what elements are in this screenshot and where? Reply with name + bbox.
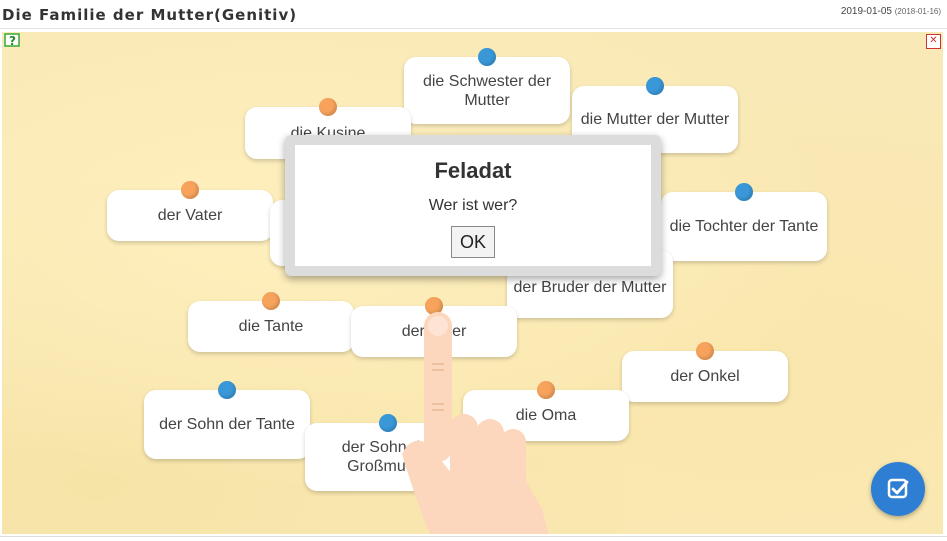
date: 2019-01-05: [840, 6, 892, 17]
card-c4[interactable]: der Vater: [107, 181, 273, 241]
dialog-title: Feladat: [434, 158, 512, 183]
pin-icon: [646, 77, 664, 95]
date-info: 2019-01-05 (2018-01-16): [841, 6, 941, 17]
fullscreen-icon[interactable]: ✕: [926, 34, 941, 49]
bottom-divider: [0, 536, 947, 537]
header-bar: Die Familie der Mutter(Genitiv) 2019-01-…: [0, 0, 947, 29]
page-title: Die Familie der Mutter(Genitiv): [2, 6, 298, 24]
pin-icon: [735, 183, 753, 201]
card-label: die Oma: [515, 407, 577, 424]
card-c11[interactable]: der Sohn der Tante: [144, 381, 310, 459]
pin-icon: [319, 98, 337, 116]
card-label: die Tochter der Tante: [669, 218, 819, 235]
pin-icon: [425, 297, 443, 315]
exercise-board: ? ✕ die Schwester der Mutter die Kusine …: [2, 32, 943, 534]
card-c1[interactable]: die Schwester der Mutter: [404, 48, 570, 124]
card-label: der Bruder der Mutter: [513, 278, 667, 296]
pin-icon: [379, 414, 397, 432]
pin-icon: [696, 342, 714, 360]
pin-icon: [537, 381, 555, 399]
card-label: die Schwester der Mutter: [422, 72, 552, 109]
pin-icon: [478, 48, 496, 66]
check-button[interactable]: [871, 462, 925, 516]
help-icon[interactable]: ?: [4, 33, 22, 49]
check-icon: [887, 478, 909, 499]
card-label: der Vater: [157, 207, 223, 224]
task-dialog: Feladat Wer ist wer? OK: [285, 135, 661, 276]
task-dialog-body: Feladat Wer ist wer? OK: [295, 145, 651, 266]
ok-button[interactable]: OK: [451, 226, 495, 258]
svg-text:?: ?: [9, 34, 16, 48]
pin-icon: [181, 181, 199, 199]
card-label: die Tante: [238, 318, 304, 335]
card-label: die Mutter der Mutter: [580, 111, 730, 128]
dialog-text: Wer ist wer?: [428, 197, 518, 214]
card-label: der Onkel: [670, 368, 740, 385]
date-sub: (2018-01-16): [894, 7, 941, 16]
card-label: der Sohn der Tante: [159, 416, 295, 433]
pointing-hand-icon: [402, 312, 549, 534]
pin-icon: [218, 381, 236, 399]
card-c7[interactable]: die Tante: [188, 292, 354, 352]
card-c5[interactable]: die Tochter der Tante: [661, 183, 827, 261]
pin-icon: [262, 292, 280, 310]
card-c9[interactable]: der Onkel: [622, 342, 788, 402]
